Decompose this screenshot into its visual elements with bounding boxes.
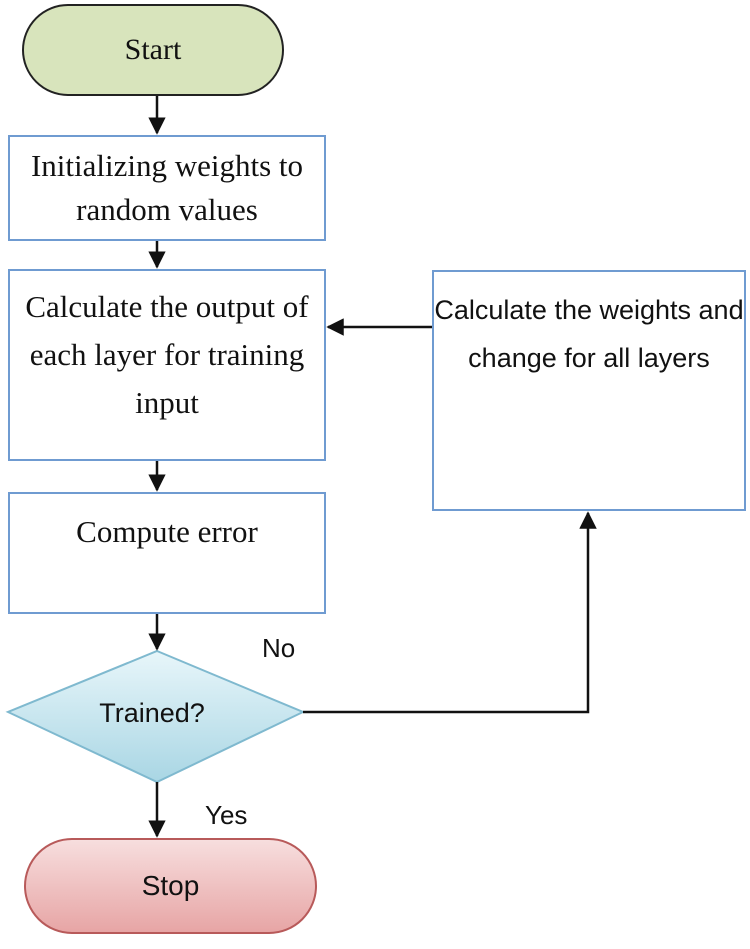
edge-label-no: No (262, 633, 296, 663)
compute-error-node: Compute error (8, 492, 326, 614)
calculate-weights-node: Calculate the weights and change for all… (432, 270, 746, 511)
calculate-output-label: Calculate the output of each layer for t… (25, 289, 309, 420)
compute-error-label: Compute error (76, 514, 258, 549)
initialize-weights-node: Initializing weights to random values (8, 135, 326, 241)
stop-label: Stop (141, 870, 200, 901)
initialize-weights-label: Initializing weights to random values (30, 148, 304, 227)
arrow-decision-to-calc-weights (303, 511, 597, 714)
stop-node: Stop (24, 838, 317, 934)
start-label: Start (124, 33, 182, 66)
calculate-output-node: Calculate the output of each layer for t… (8, 269, 326, 461)
calculate-weights-label: Calculate the weights and change for all… (434, 295, 744, 373)
decision-label: Trained? (99, 697, 205, 728)
start-node: Start (22, 4, 284, 96)
edge-label-yes: Yes (205, 800, 248, 830)
